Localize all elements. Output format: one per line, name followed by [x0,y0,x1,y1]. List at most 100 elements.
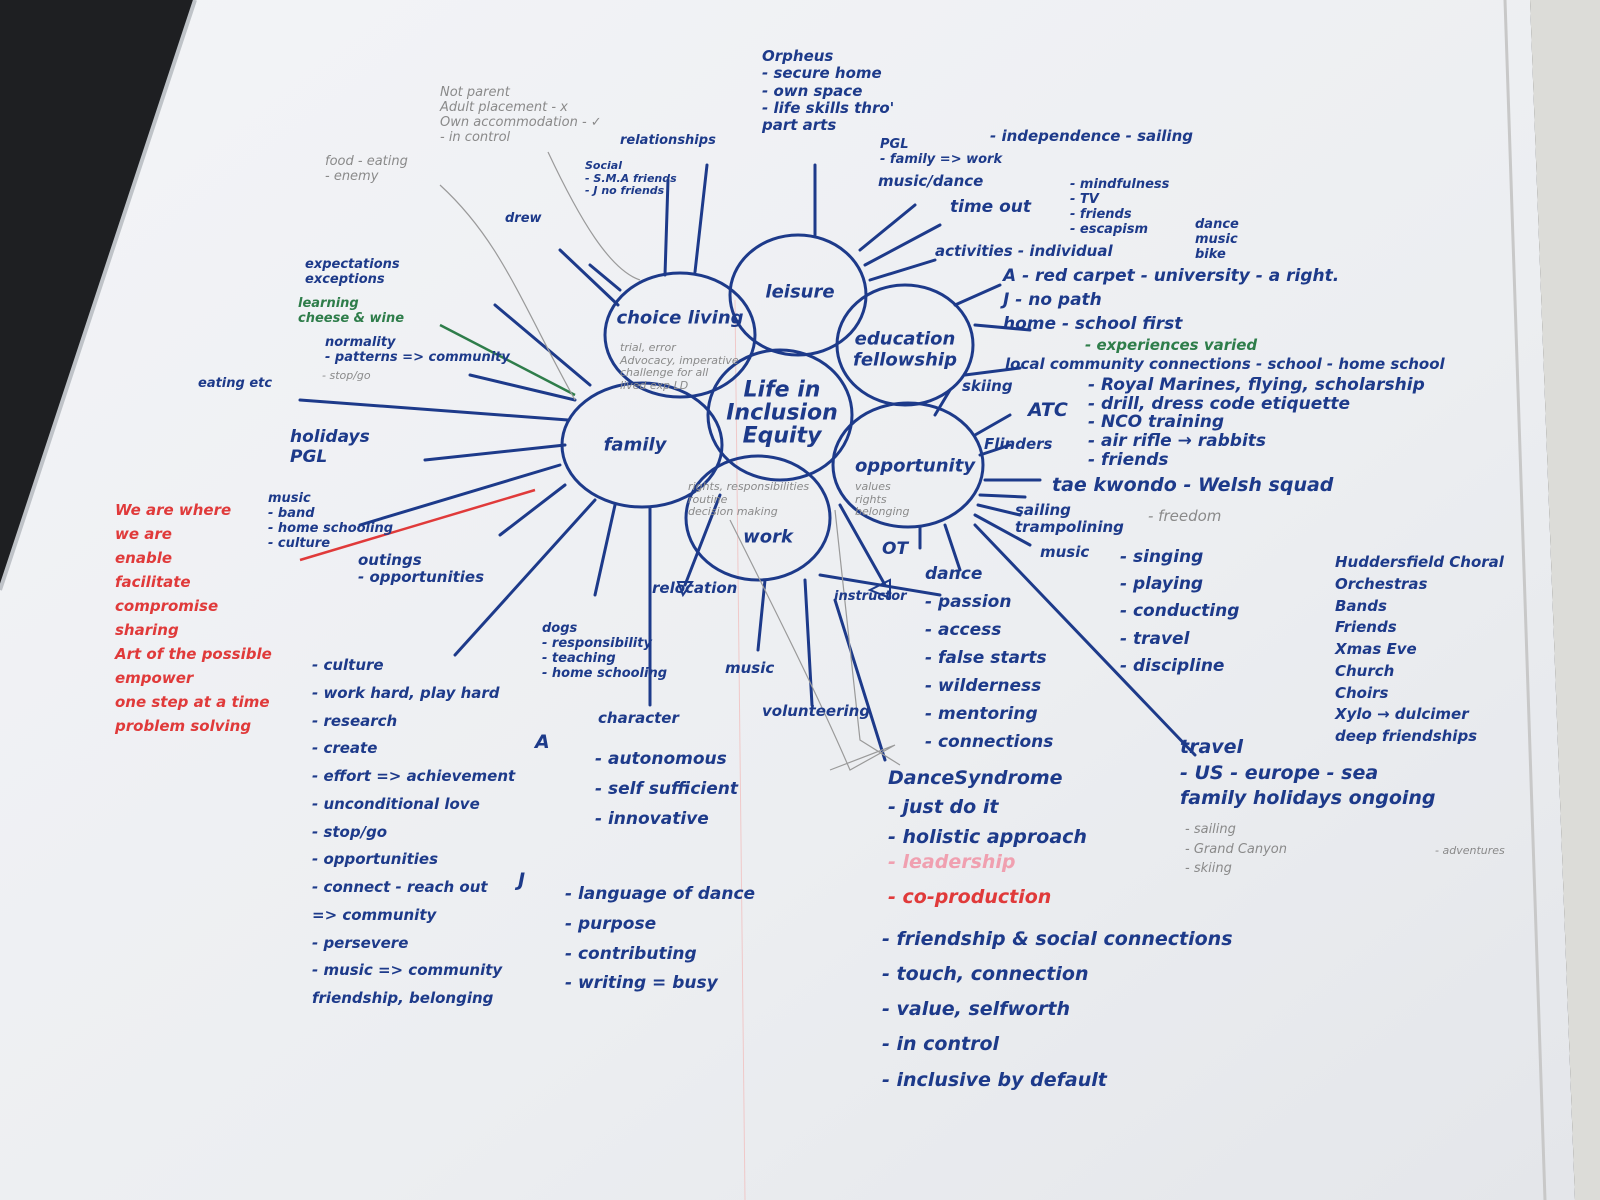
note-line: - Royal Marines, flying, scholarship [1088,375,1425,395]
note-time-out: time out [950,197,1032,218]
note-line: PGL [880,137,909,152]
note-line: - autonomous [595,749,727,769]
bubble-label-leisure: leisure [765,281,835,303]
note-line: - home schooling [268,520,394,536]
note-line: - in control [440,129,511,145]
note-character: character [598,709,679,727]
note-time-out-list: - mindfulness- TV- friends- escapism [1070,177,1170,238]
note-ot: OT [882,539,908,560]
note-line: Xmas Eve [1335,640,1417,658]
note-line: - writing = busy [565,973,718,994]
note-outings: outings- opportunities [358,551,485,587]
note-line: drew [505,211,542,226]
note-line: - J no friends [585,184,665,198]
note-line: Advocacy, imperative [620,353,739,367]
note-relationships: relationships [620,133,716,149]
note-line: - unconditional love [312,794,480,813]
note-food: food - eating- enemy [325,154,408,185]
note-education: A - red carpet - university - a right.J … [1003,265,1339,336]
note-line: - opportunities [358,568,485,587]
note-line: - escapism [1070,221,1148,237]
note-dogs: dogs- responsibility- teaching- home sch… [542,621,668,682]
note-line: - value, selfworth [882,998,1071,1021]
note-line: routine [688,492,728,506]
note-line: A [535,731,550,753]
note-line: Adult placement - x [440,99,568,115]
note-line: - holistic approach [888,825,1087,848]
note-line: holidays [290,427,370,447]
note-j-list: - language of dance- purpose- contributi… [565,880,755,999]
note-line: normality [325,335,396,350]
note-dance: dance- passion- access- false starts- wi… [925,560,1053,756]
bubble-work [684,454,832,582]
note-line: - work hard, play hard [312,683,500,702]
note-leadership: - leadership [888,851,1016,874]
note-line: empower [115,669,194,687]
note-line: - create [312,739,378,758]
note-line: food - eating [325,154,408,169]
note-line: - friends [1070,206,1132,222]
note-music-dance: music/dance [878,172,983,190]
note-j-label: J [518,869,525,892]
note-drew: drew [505,211,542,227]
bubble-opportunity [831,401,985,529]
note-line: J - no path [1003,289,1102,310]
note-line: enable [115,549,173,567]
note-line: - secure home [762,64,882,83]
note-independence: - independence - sailing [990,127,1193,145]
mind-map-bubbles [560,233,985,582]
note-line: belonging [855,505,910,519]
bubble-label-education: education fellowship [853,328,957,370]
note-line: - discipline [1120,655,1225,676]
note-line: family holidays ongoing [1180,787,1436,810]
note-line: - air rifle → rabbits [1088,431,1267,452]
note-line: time out [950,197,1032,217]
note-line: rights [855,492,887,506]
note-line: - inclusive by default [882,1068,1107,1091]
note-line: home - school first [1003,313,1183,334]
note-line: Flinders [984,435,1053,453]
note-line: skiing [962,377,1013,395]
note-line: - responsibility [542,635,652,651]
note-line: - stop/go [312,822,388,841]
note-line: Orpheus [762,47,834,65]
note-line: - stop/go [322,369,371,382]
note-line: - music => community [312,961,503,980]
note-line: - touch, connection [882,963,1089,986]
note-education-local: local community connections - school - h… [1005,355,1445,373]
note-line: - mindfulness [1070,177,1170,192]
note-line: dance [925,564,983,584]
note-line: trial, error [620,341,676,354]
note-line: decision making [688,505,778,519]
bubble-label-choice-living: choice living [616,307,744,329]
note-line: - just do it [888,796,999,819]
note-line: - home schooling [542,665,668,681]
note-line: music [268,491,311,506]
note-line: - in control [882,1033,1000,1056]
note-line: friendship, belonging [312,989,494,1007]
note-line: - S.M.A friends [585,171,677,185]
note-education-green: - experiences varied [1085,336,1258,354]
note-line: Friends [1335,618,1397,637]
note-line: - playing [1120,574,1204,595]
note-line: DanceSyndrome [888,767,1063,789]
note-line: - language of dance [565,884,756,904]
note-line: - experiences varied [1085,336,1258,354]
note-line: Art of the possible [115,645,272,663]
note-line: Choirs [1335,683,1389,702]
note-skiing: skiing [962,377,1013,395]
note-line: cheese & wine [298,310,405,326]
note-line: Huddersfield Choral [1335,553,1504,571]
note-line: - US - europe - sea [1180,761,1379,784]
note-left-list: - culture- work hard, play hard- researc… [312,652,515,1013]
note-line: - persevere [312,933,409,952]
note-line: - effort => achievement [312,767,516,785]
center-line: Inclusion [726,400,838,426]
note-line: - skiing [1185,861,1232,876]
note-line: problem solving [115,717,252,735]
